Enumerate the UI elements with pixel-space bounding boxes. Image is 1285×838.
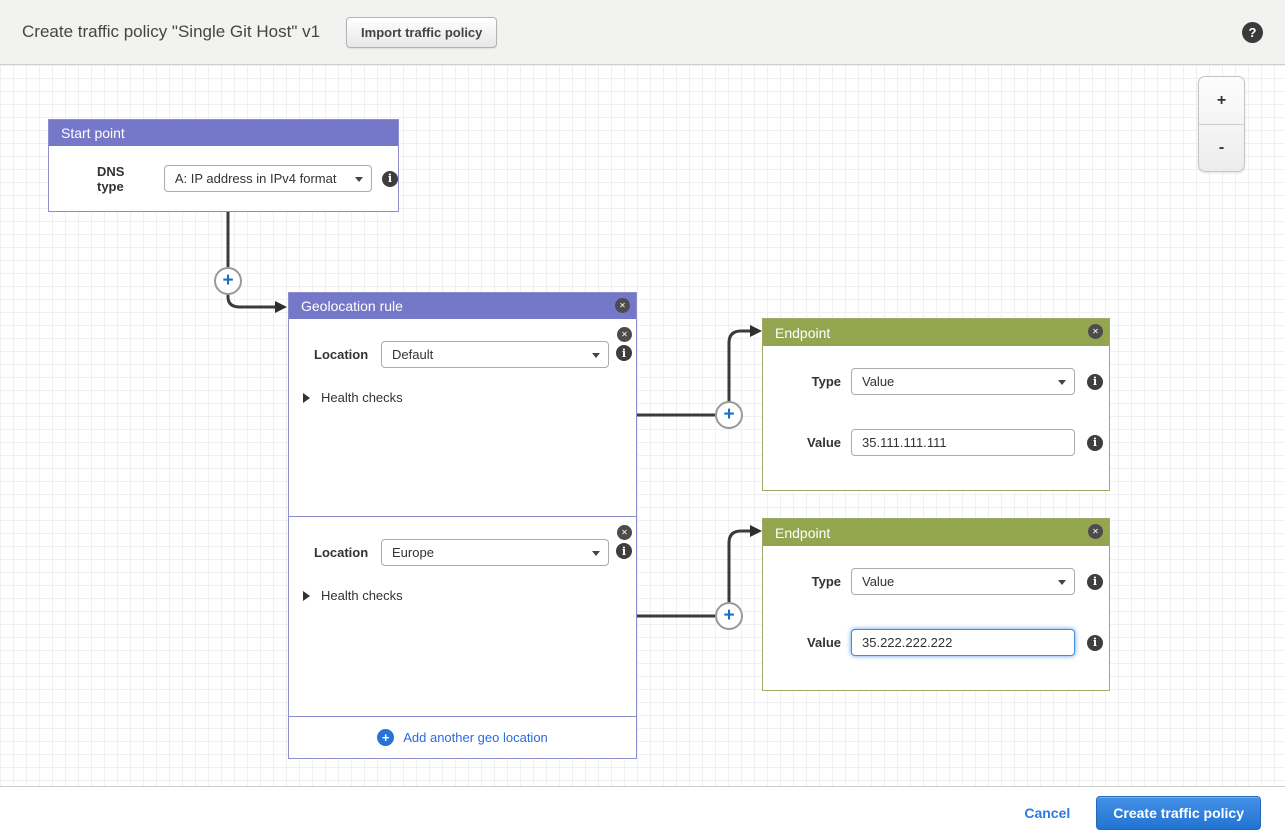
action-bar: Cancel Create traffic policy [0,786,1285,838]
start-point-title: Start point [61,125,125,141]
disclosure-triangle-icon [303,590,310,601]
close-icon[interactable]: ✕ [617,525,632,540]
endpoint-title: Endpoint [775,524,831,541]
chevron-down-icon [355,177,363,182]
close-icon[interactable]: ✕ [617,327,632,342]
health-checks-toggle[interactable]: Health checks [289,390,636,405]
endpoint-title: Endpoint [775,324,831,341]
close-icon[interactable]: ✕ [1088,524,1103,539]
location-label: Location [314,347,369,362]
endpoint-value-input[interactable] [851,429,1075,456]
location-row: Location Default [289,319,636,368]
endpoint-body: Type Value i Value i [763,346,1109,456]
canvas-zoom-controls: + - [1198,76,1245,172]
chevron-down-icon [1058,580,1066,585]
start-point-body: DNS type A: IP address in IPv4 format i [49,146,398,211]
value-label: Value [807,635,841,650]
type-label: Type [811,374,841,389]
info-icon[interactable]: i [616,345,632,361]
policy-canvas[interactable]: + - + + + Start point DNS type A: IP add… [0,65,1285,786]
top-bar: Create traffic policy "Single Git Host" … [0,0,1285,65]
geolocation-rule-title: Geolocation rule [301,298,403,314]
health-checks-toggle[interactable]: Health checks [289,588,636,603]
info-icon[interactable]: i [1087,573,1103,590]
endpoint-header: Endpoint ✕ [763,319,1109,346]
location-select[interactable]: Default [381,341,609,368]
geolocation-rule-header: Geolocation rule ✕ [289,293,636,319]
dns-type-select[interactable]: A: IP address in IPv4 format [163,165,372,192]
zoom-in-button[interactable]: + [1199,77,1244,124]
start-point-header: Start point [49,120,398,146]
close-icon[interactable]: ✕ [615,298,630,313]
plus-icon: + [377,729,395,746]
info-icon[interactable]: i [1087,373,1103,390]
arrowhead-icon [275,301,287,313]
endpoint-box: Endpoint ✕ Type Value i Value i [762,518,1110,691]
close-icon[interactable]: ✕ [1088,324,1103,339]
add-rule-plus-icon[interactable]: + [214,267,242,295]
location-row: Location Europe [289,517,636,566]
geo-location-section: ✕ i Location Default Health checks [289,319,636,516]
help-icon[interactable]: ? [1242,21,1263,43]
page-title: Create traffic policy "Single Git Host" … [22,22,321,41]
endpoint-type-row: Type Value i [763,368,1109,395]
info-icon[interactable]: i [382,170,398,187]
endpoint-body: Type Value i Value i [763,546,1109,656]
endpoint-header: Endpoint ✕ [763,519,1109,546]
geo-location-section: ✕ i Location Europe Health checks [289,516,636,716]
geolocation-rule-box: Geolocation rule ✕ ✕ i Location Default … [288,292,637,759]
dns-type-label: DNS type [97,163,125,194]
value-label: Value [807,435,841,450]
add-rule-plus-icon[interactable]: + [715,401,743,429]
chevron-down-icon [1058,380,1066,385]
endpoint-value-row: Value i [763,429,1109,456]
import-traffic-policy-button[interactable]: Import traffic policy [346,16,498,48]
info-icon[interactable]: i [1087,434,1103,451]
cancel-link[interactable]: Cancel [1024,804,1071,821]
start-point-box: Start point DNS type A: IP address in IP… [48,119,399,212]
type-label: Type [811,574,841,589]
endpoint-type-row: Type Value i [763,568,1109,595]
add-rule-plus-icon[interactable]: + [715,602,743,630]
disclosure-triangle-icon [303,392,310,403]
info-icon[interactable]: i [616,543,632,559]
arrowhead-icon [750,325,762,337]
endpoint-value-row: Value i [763,629,1109,656]
chevron-down-icon [592,353,600,358]
arrowhead-icon [750,525,762,537]
endpoint-value-input[interactable] [851,629,1075,656]
endpoint-box: Endpoint ✕ Type Value i Value i [762,318,1110,491]
endpoint-type-select[interactable]: Value [851,368,1075,395]
add-geo-location-link[interactable]: + Add another geo location [289,716,636,758]
location-label: Location [314,545,369,560]
chevron-down-icon [592,551,600,556]
location-select[interactable]: Europe [381,539,609,566]
info-icon[interactable]: i [1087,634,1103,651]
endpoint-type-select[interactable]: Value [851,568,1075,595]
create-traffic-policy-button[interactable]: Create traffic policy [1096,795,1261,830]
zoom-out-button[interactable]: - [1199,124,1244,171]
